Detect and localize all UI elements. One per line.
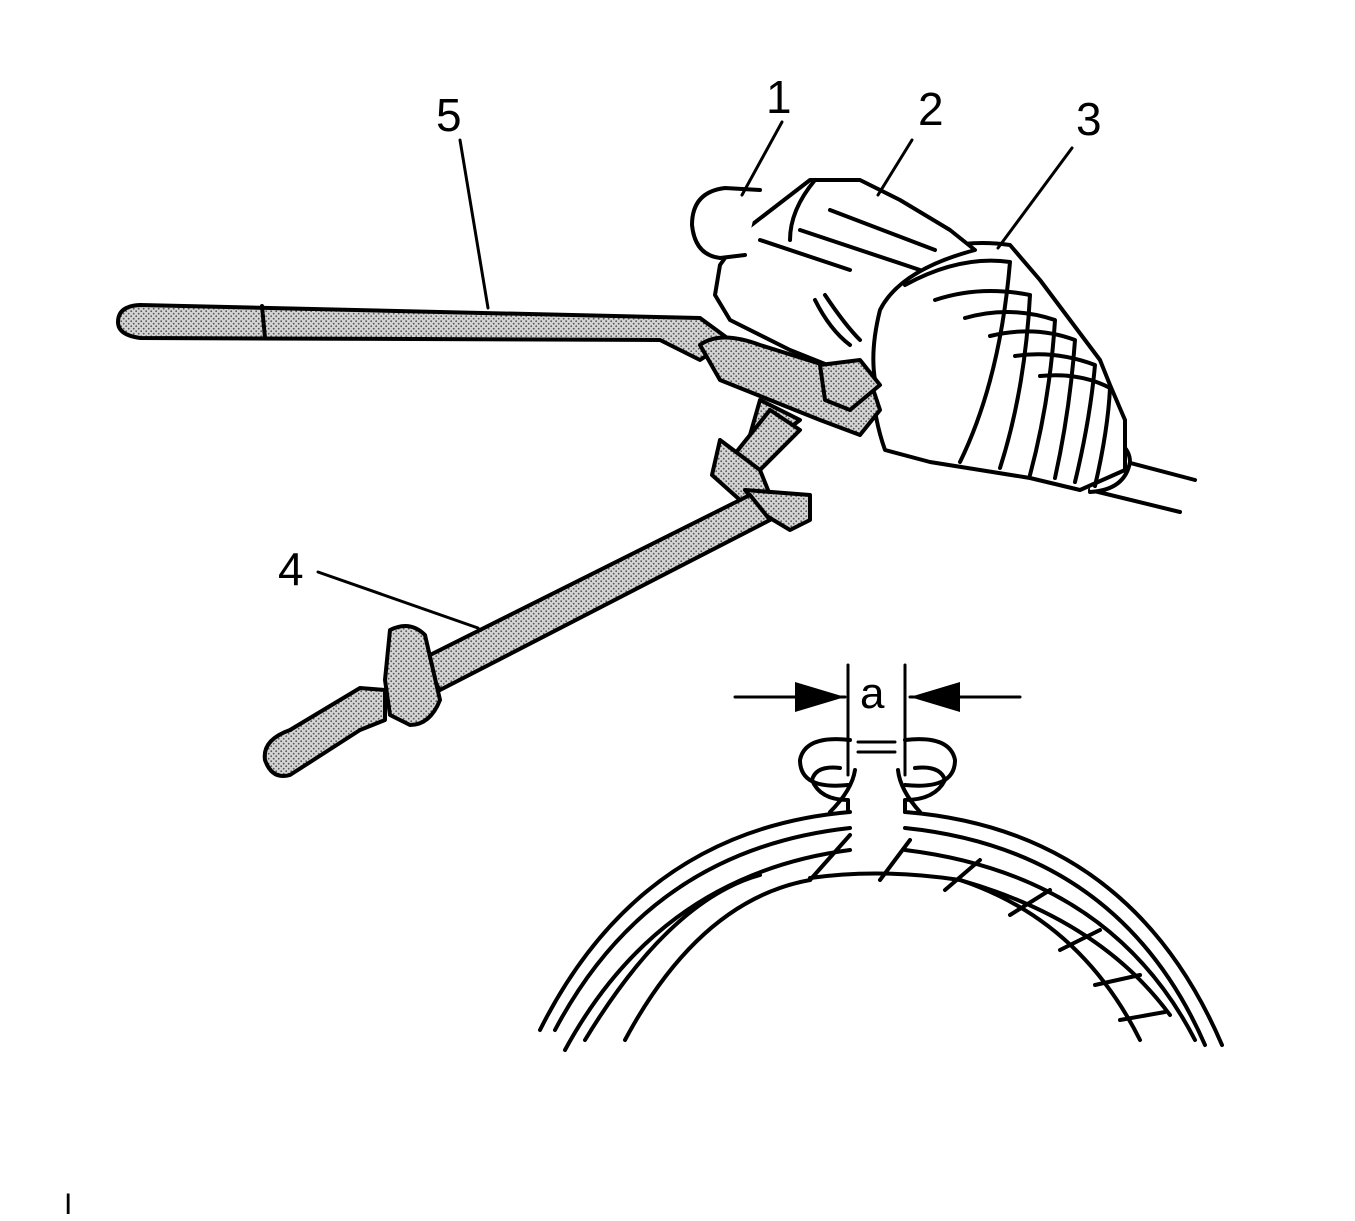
leader-line-4 [316, 570, 480, 630]
stub-shaft [690, 186, 762, 260]
callout-3: 3 [1076, 93, 1102, 145]
leader-line-3 [996, 146, 1074, 250]
callout-4: 4 [278, 543, 304, 595]
leader-line-2 [876, 138, 914, 197]
clamp-cross-section-detail [538, 663, 1224, 1052]
pliers-upper-handle [116, 303, 732, 362]
corner-mark: I [64, 1188, 73, 1221]
leader-line-5 [458, 138, 490, 310]
dimension-label-a: a [860, 669, 885, 718]
callout-2: 2 [918, 83, 944, 135]
callout-1: 1 [766, 71, 792, 123]
pliers-lower-handle [262, 408, 812, 778]
cv-joint-housing [713, 178, 977, 382]
dimension-arrows [795, 682, 960, 712]
callout-5: 5 [436, 89, 462, 141]
leader-line-1 [740, 120, 784, 197]
